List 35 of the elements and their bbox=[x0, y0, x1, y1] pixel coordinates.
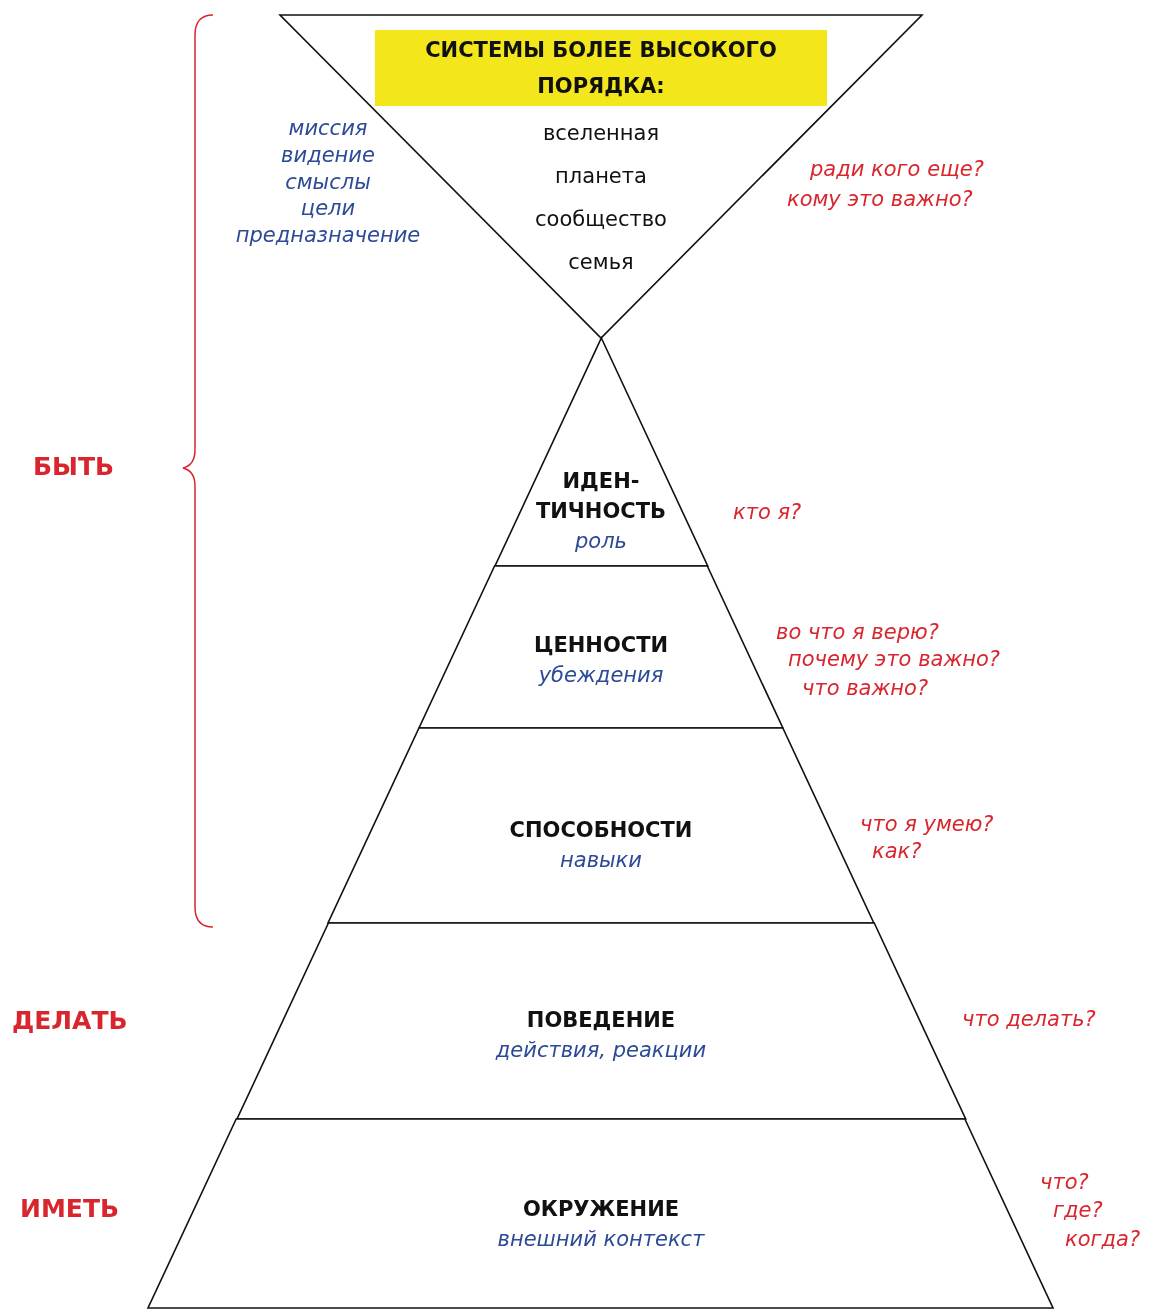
question-text: что важно? bbox=[802, 675, 929, 702]
aspect-text: предназначение bbox=[235, 222, 421, 249]
level-title: ОКРУЖЕНИЕ bbox=[521, 1196, 681, 1223]
question-text: как? bbox=[872, 838, 922, 865]
level-title: СПОСОБНОСТИ bbox=[508, 817, 694, 844]
question-text: почему это важно? bbox=[788, 646, 1001, 673]
aspect-text: видение bbox=[281, 142, 375, 169]
question-text: где? bbox=[1053, 1197, 1103, 1224]
level-subtitle: действия, реакции bbox=[495, 1037, 707, 1064]
question-text: что? bbox=[1040, 1169, 1089, 1196]
aspect-text: смыслы bbox=[285, 169, 371, 196]
level-subtitle: навыки bbox=[560, 847, 642, 874]
question-text: кому это важно? bbox=[787, 186, 973, 213]
question-text: ради кого еще? bbox=[810, 156, 984, 183]
category-label: БЫТЬ bbox=[33, 452, 115, 481]
level-title: ПОВЕДЕНИЕ bbox=[525, 1007, 677, 1034]
level-subtitle: роль bbox=[575, 528, 627, 555]
aspect-text: цели bbox=[300, 195, 356, 222]
category-label: ИМЕТЬ bbox=[20, 1194, 119, 1223]
aspect-text: миссия bbox=[288, 115, 368, 142]
system-item: планета bbox=[555, 163, 647, 190]
category-label: ДЕЛАТЬ bbox=[12, 1006, 128, 1035]
level-title: ЦЕННОСТИ bbox=[532, 632, 670, 659]
heading: СИСТЕМЫ БОЛЕЕ ВЫСОКОГО ПОРЯДКА: bbox=[375, 30, 827, 106]
system-item: сообщество bbox=[535, 206, 667, 233]
level-subtitle: внешний контекст bbox=[497, 1226, 705, 1253]
system-item: семья bbox=[568, 249, 634, 276]
level-subtitle: убеждения bbox=[538, 662, 664, 689]
question-text: кто я? bbox=[733, 499, 802, 526]
system-item: вселенная bbox=[542, 120, 660, 147]
question-text: когда? bbox=[1065, 1226, 1141, 1253]
question-text: что делать? bbox=[962, 1006, 1096, 1033]
question-text: что я умею? bbox=[860, 811, 994, 838]
question-text: во что я верю? bbox=[776, 619, 939, 646]
level-title: ИДЕН-ТИЧНОСТЬ bbox=[534, 468, 667, 525]
